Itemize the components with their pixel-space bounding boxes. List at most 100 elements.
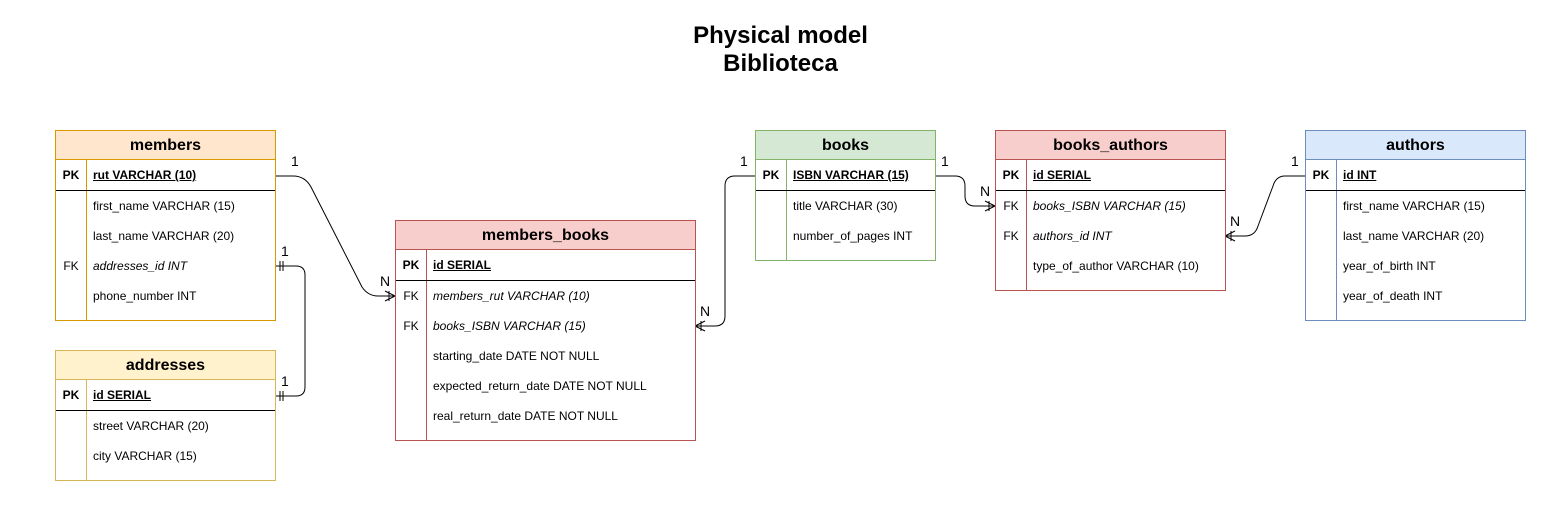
crowfoot-marker (384, 290, 396, 302)
fk-label: FK (403, 319, 419, 333)
entity-header: books_authors (996, 131, 1225, 160)
column-field: type_of_author VARCHAR (10) (1033, 259, 1199, 273)
cardinality-label: N (700, 303, 711, 319)
column-field: expected_return_date DATE NOT NULL (433, 379, 647, 393)
entity-addresses[interactable]: addresses PK id SERIAL street VARCHAR (2… (55, 350, 276, 481)
entity-books[interactable]: books PK ISBN VARCHAR (15) title VARCHAR… (755, 130, 936, 261)
key-column-divider (86, 160, 87, 320)
pk-label: PK (762, 168, 780, 182)
fk-label: FK (63, 259, 79, 273)
key-column-divider (786, 160, 787, 260)
cardinality-label: 1 (281, 373, 289, 389)
edge-addresses-members (275, 265, 306, 397)
table-row: PK id SERIAL (996, 160, 1225, 191)
column-field: id SERIAL (1033, 168, 1092, 182)
column-field: id SERIAL (93, 388, 152, 402)
table-row: year_of_death INT (1306, 281, 1525, 311)
pk-label: PK (62, 168, 80, 182)
column-field: addresses_id INT (93, 259, 188, 273)
one-one-marker-addresses (279, 391, 284, 401)
table-row: type_of_author VARCHAR (10) (996, 251, 1225, 281)
column-field: number_of_pages INT (793, 229, 913, 243)
table-row: first_name VARCHAR (15) (56, 191, 275, 221)
column-field: books_ISBN VARCHAR (15) (433, 319, 586, 333)
table-row: FK addresses_id INT (56, 251, 275, 281)
pk-label: PK (1002, 168, 1020, 182)
column-field: year_of_birth INT (1343, 259, 1436, 273)
table-row: PK id SERIAL (396, 250, 695, 281)
entity-header: members_books (396, 221, 695, 250)
pk-label: PK (1312, 168, 1330, 182)
cardinality-label: 1 (941, 153, 949, 169)
column-field: members_rut VARCHAR (10) (433, 289, 590, 303)
entity-members[interactable]: members PK rut VARCHAR (10) first_name V… (55, 130, 276, 321)
column-field: title VARCHAR (30) (793, 199, 898, 213)
crowfoot-marker (1224, 230, 1236, 242)
column-field: first_name VARCHAR (15) (93, 199, 235, 213)
column-field: city VARCHAR (15) (93, 449, 197, 463)
entity-members-books[interactable]: members_books PK id SERIAL FK members_ru… (395, 220, 696, 441)
entity-header: addresses (56, 351, 275, 380)
diagram-title: Physical model (693, 22, 868, 49)
table-row: last_name VARCHAR (20) (1306, 221, 1525, 251)
column-field: rut VARCHAR (10) (93, 168, 197, 182)
column-field: phone_number INT (93, 289, 197, 303)
edge-books-members-books (695, 175, 755, 327)
entity-header: authors (1306, 131, 1525, 160)
fk-label: FK (403, 289, 419, 303)
column-field: id SERIAL (433, 258, 492, 272)
table-row: street VARCHAR (20) (56, 411, 275, 441)
column-field: last_name VARCHAR (20) (1343, 229, 1485, 243)
cardinality-label: N (380, 273, 391, 289)
crowfoot-marker (694, 320, 706, 332)
table-row: expected_return_date DATE NOT NULL (396, 371, 695, 401)
entity-header: members (56, 131, 275, 160)
table-row: PK ISBN VARCHAR (15) (756, 160, 935, 191)
cardinality-label: 1 (1291, 153, 1299, 169)
table-row: real_return_date DATE NOT NULL (396, 401, 695, 431)
table-row: PK id SERIAL (56, 380, 275, 411)
table-row: FK authors_id INT (996, 221, 1225, 251)
one-one-marker-members (279, 261, 284, 271)
key-column-divider (1336, 160, 1337, 320)
table-row: year_of_birth INT (1306, 251, 1525, 281)
edge-members-members-books (275, 175, 395, 297)
column-field: year_of_death INT (1343, 289, 1443, 303)
pk-label: PK (402, 258, 420, 272)
fk-label: FK (1003, 229, 1019, 243)
table-row: PK rut VARCHAR (10) (56, 160, 275, 191)
fk-label: FK (1003, 199, 1019, 213)
entity-books-authors[interactable]: books_authors PK id SERIAL FK books_ISBN… (995, 130, 1226, 291)
cardinality-label: 1 (291, 153, 299, 169)
key-column-divider (1026, 160, 1027, 290)
key-column-divider (426, 250, 427, 440)
table-row: number_of_pages INT (756, 221, 935, 251)
table-row: PK id INT (1306, 160, 1525, 191)
column-field: first_name VARCHAR (15) (1343, 199, 1485, 213)
column-field: street VARCHAR (20) (93, 419, 209, 433)
column-field: id INT (1343, 168, 1377, 182)
pk-label: PK (62, 388, 80, 402)
table-row: last_name VARCHAR (20) (56, 221, 275, 251)
key-column-divider (86, 380, 87, 480)
table-row: FK books_ISBN VARCHAR (15) (396, 311, 695, 341)
edge-authors-books-authors (1225, 175, 1305, 237)
table-row: FK books_ISBN VARCHAR (15) (996, 191, 1225, 221)
column-field: authors_id INT (1033, 229, 1112, 243)
table-row: title VARCHAR (30) (756, 191, 935, 221)
diagram-subtitle: Biblioteca (723, 50, 838, 77)
edge-books-books-authors (935, 175, 995, 207)
cardinality-label: 1 (281, 243, 289, 259)
column-field: ISBN VARCHAR (15) (793, 168, 909, 182)
entity-header: books (756, 131, 935, 160)
cardinality-label: N (1230, 213, 1241, 229)
entity-authors[interactable]: authors PK id INT first_name VARCHAR (15… (1305, 130, 1526, 321)
column-field: real_return_date DATE NOT NULL (433, 409, 618, 423)
table-row: city VARCHAR (15) (56, 441, 275, 471)
column-field: last_name VARCHAR (20) (93, 229, 235, 243)
table-row: first_name VARCHAR (15) (1306, 191, 1525, 221)
column-field: starting_date DATE NOT NULL (433, 349, 600, 363)
table-row: FK members_rut VARCHAR (10) (396, 281, 695, 311)
table-row: starting_date DATE NOT NULL (396, 341, 695, 371)
